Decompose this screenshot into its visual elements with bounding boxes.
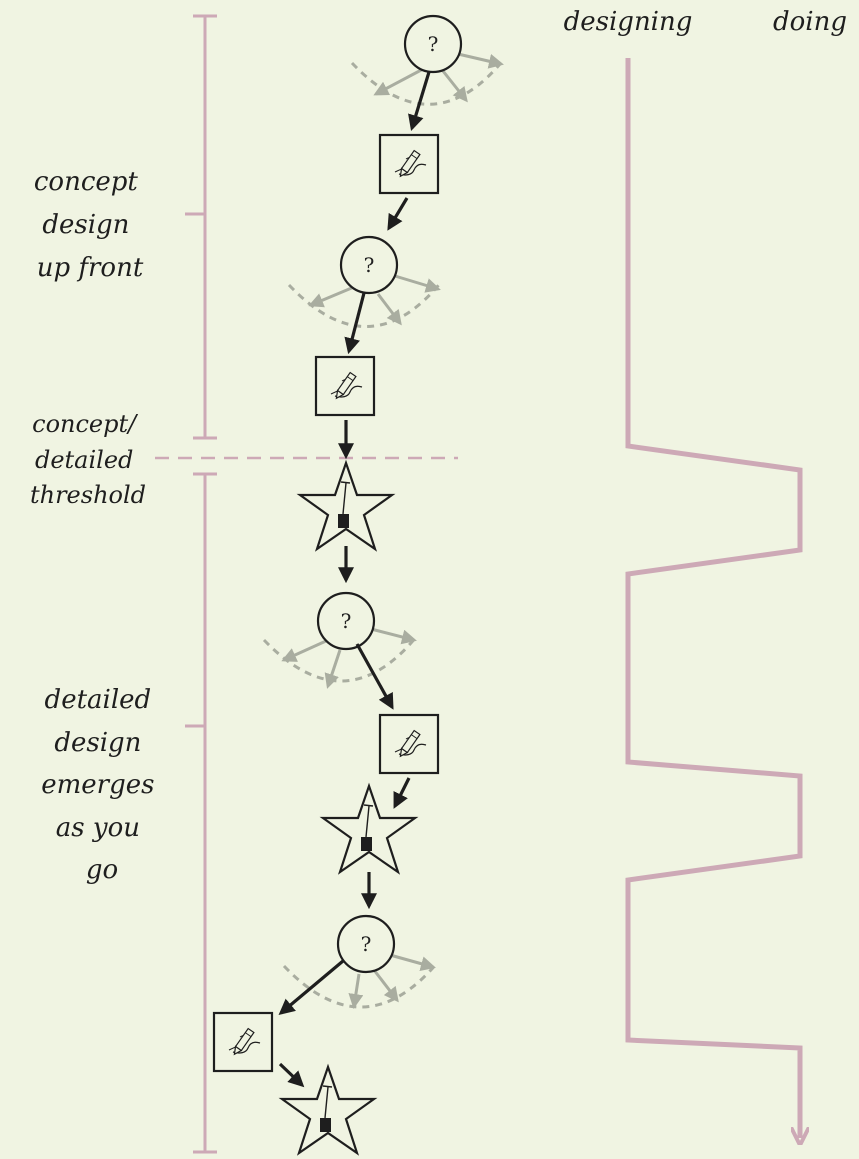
shovel-star-icon (321, 784, 417, 874)
svg-text:?: ? (361, 932, 372, 956)
decision-node-4: ? (282, 914, 440, 1009)
pencil-sketch-icon (378, 133, 440, 195)
designing-doing-zigzag (625, 58, 800, 1138)
concept-phase-label: concept design up front (34, 167, 146, 283)
decision-node-2: ? (287, 235, 444, 328)
detailed-phase-bracket (185, 472, 217, 1154)
pencil-sketch-icon (212, 1011, 274, 1073)
doing-column-header: doing (773, 7, 847, 37)
threshold-label: concept/ detailed threshold (30, 410, 146, 509)
question-circle-icon (316, 591, 376, 651)
pencil-sketch-icon (378, 713, 440, 775)
detailed-phase-label: detailed design emerges as you go (41, 685, 163, 885)
question-circle-icon (403, 14, 463, 74)
svg-text:?: ? (428, 32, 439, 56)
concept-phase-bracket (185, 14, 217, 440)
question-circle-icon (336, 914, 396, 974)
decision-node-1: ? (350, 14, 507, 106)
question-circle-icon (339, 235, 399, 295)
decision-node-3: ? (262, 591, 419, 689)
designing-column-header: designing (564, 7, 693, 37)
pencil-sketch-icon (314, 355, 376, 417)
flow-arrows (278, 71, 431, 1088)
svg-text:?: ? (364, 253, 375, 277)
shovel-star-icon (298, 461, 394, 551)
svg-text:?: ? (341, 609, 352, 633)
option-arc (350, 57, 507, 106)
